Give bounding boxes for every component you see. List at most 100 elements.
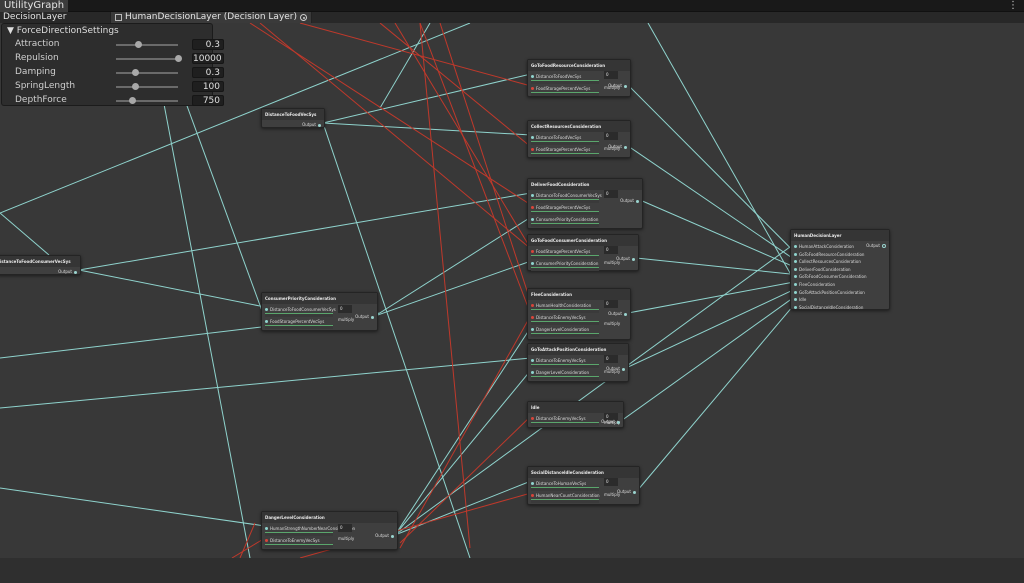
input-port[interactable]: DistanceToEnemyVecSys bbox=[530, 357, 599, 368]
input-port[interactable]: FoodStoragePercentVecSys bbox=[530, 85, 599, 96]
target-icon[interactable] bbox=[300, 14, 308, 21]
input-port[interactable]: FoodStoragePercentVecSys bbox=[530, 146, 599, 157]
output-port[interactable]: Output bbox=[606, 366, 625, 371]
setting-value-field[interactable]: 10000 bbox=[192, 53, 224, 64]
setting-slider[interactable] bbox=[116, 55, 182, 62]
port-dot-icon[interactable] bbox=[632, 257, 635, 261]
window-tab-utility-graph[interactable]: UtilityGraph bbox=[0, 0, 69, 12]
slider-knob[interactable] bbox=[134, 41, 142, 48]
input-port[interactable]: FoodStoragePercentVecSys bbox=[264, 318, 333, 329]
port-dot-icon[interactable] bbox=[531, 148, 534, 151]
output-port[interactable]: Output bbox=[375, 533, 394, 538]
port-dot-icon[interactable] bbox=[794, 260, 797, 264]
output-port[interactable]: Output bbox=[58, 269, 77, 274]
setting-value-field[interactable]: 100 bbox=[192, 81, 224, 92]
settings-foldout[interactable]: ▼ ForceDirectionSettings bbox=[7, 26, 119, 36]
setting-value-field[interactable]: 0.3 bbox=[192, 39, 224, 50]
port-dot-icon[interactable] bbox=[531, 206, 534, 209]
port-dot-icon[interactable] bbox=[265, 320, 268, 323]
output-port[interactable]: Output bbox=[608, 83, 627, 88]
port-dot-icon[interactable] bbox=[794, 252, 797, 256]
decision-input-port[interactable]: Idle bbox=[793, 296, 806, 303]
port-dot-icon[interactable] bbox=[531, 494, 534, 497]
output-port[interactable]: Output bbox=[866, 243, 886, 248]
setting-value-field[interactable]: 0.3 bbox=[192, 67, 224, 78]
foldout-arrow-icon[interactable]: ▼ bbox=[7, 26, 14, 36]
input-port[interactable]: DistanceToHumanVecSys bbox=[530, 480, 599, 491]
port-dot-icon[interactable] bbox=[265, 527, 268, 530]
port-ring-icon[interactable] bbox=[882, 244, 886, 248]
decision-input-port[interactable]: CollectResourcesConsideration bbox=[793, 258, 861, 265]
setting-slider[interactable] bbox=[116, 97, 178, 104]
input-port[interactable]: DistanceToFoodVecSys bbox=[530, 134, 599, 145]
decision-input-port[interactable]: FleeConsideration bbox=[793, 281, 835, 288]
input-port[interactable]: DistanceToEnemyVecSys bbox=[264, 537, 333, 548]
input-port[interactable]: HumanNearCountConsideration bbox=[530, 492, 600, 503]
input-port[interactable]: DistanceToEnemyVecSys bbox=[530, 314, 599, 325]
window-menu-icon[interactable]: ⋮ bbox=[1008, 0, 1018, 11]
port-dot-icon[interactable] bbox=[624, 84, 627, 88]
output-port[interactable]: Output bbox=[620, 198, 639, 203]
input-port[interactable]: FoodStoragePercentVecSys bbox=[530, 248, 599, 259]
decision-input-port[interactable]: GoToAttackPositionConsideration bbox=[793, 289, 865, 296]
input-port[interactable]: DistanceToFoodConsumerVecSys bbox=[264, 306, 336, 317]
port-dot-icon[interactable] bbox=[531, 262, 534, 265]
output-port[interactable]: Output bbox=[302, 122, 321, 127]
port-dot-icon[interactable] bbox=[531, 136, 534, 139]
port-dot-icon[interactable] bbox=[318, 123, 321, 127]
decision-input-port[interactable]: SocialDistanceIdleConsideration bbox=[793, 304, 863, 311]
decision-input-port[interactable]: GoToFoodConsumerConsideration bbox=[793, 273, 866, 280]
port-dot-icon[interactable] bbox=[74, 270, 77, 274]
port-dot-icon[interactable] bbox=[636, 199, 639, 203]
setting-slider[interactable] bbox=[116, 69, 178, 76]
port-dot-icon[interactable] bbox=[531, 316, 534, 319]
port-dot-icon[interactable] bbox=[531, 417, 534, 420]
port-dot-icon[interactable] bbox=[633, 490, 636, 494]
input-port[interactable]: HumanHealthConsideration bbox=[530, 302, 599, 313]
port-dot-icon[interactable] bbox=[624, 145, 627, 149]
port-dot-icon[interactable] bbox=[794, 283, 797, 286]
input-port[interactable]: DangerLevelConsideration bbox=[530, 369, 599, 380]
decision-input-port[interactable]: GoToFoodResourceConsideration bbox=[793, 251, 864, 258]
port-dot-icon[interactable] bbox=[794, 267, 797, 271]
output-port[interactable]: Output bbox=[601, 419, 620, 424]
setting-slider[interactable] bbox=[116, 83, 178, 90]
slider-knob[interactable] bbox=[175, 55, 182, 62]
port-dot-icon[interactable] bbox=[531, 328, 534, 331]
output-port[interactable]: Output bbox=[616, 256, 635, 261]
port-dot-icon[interactable] bbox=[531, 482, 534, 485]
setting-slider[interactable] bbox=[116, 41, 178, 48]
input-port[interactable]: DistanceToEnemyVecSys bbox=[530, 415, 599, 426]
port-dot-icon[interactable] bbox=[794, 275, 797, 279]
port-dot-icon[interactable] bbox=[265, 539, 268, 542]
asset-field[interactable]: HumanDecisionLayer (Decision Layer) bbox=[110, 12, 313, 23]
port-dot-icon[interactable] bbox=[794, 305, 797, 309]
port-dot-icon[interactable] bbox=[794, 245, 797, 248]
port-dot-icon[interactable] bbox=[622, 367, 625, 371]
port-dot-icon[interactable] bbox=[531, 250, 534, 253]
port-dot-icon[interactable] bbox=[531, 87, 534, 90]
decision-input-port[interactable]: HumanAttackConsideration bbox=[793, 243, 854, 250]
port-dot-icon[interactable] bbox=[624, 312, 627, 316]
decision-input-port[interactable]: DeliverFoodConsideration bbox=[793, 266, 851, 273]
port-dot-icon[interactable] bbox=[531, 371, 534, 374]
setting-value-field[interactable]: 750 bbox=[192, 95, 224, 106]
output-port[interactable]: Output bbox=[617, 489, 636, 494]
input-port[interactable]: DistanceToFoodConsumerVecSys bbox=[530, 192, 602, 203]
port-dot-icon[interactable] bbox=[531, 304, 534, 307]
input-port[interactable]: DistanceToFoodVecSys bbox=[530, 73, 599, 84]
output-port[interactable]: Output bbox=[608, 144, 627, 149]
